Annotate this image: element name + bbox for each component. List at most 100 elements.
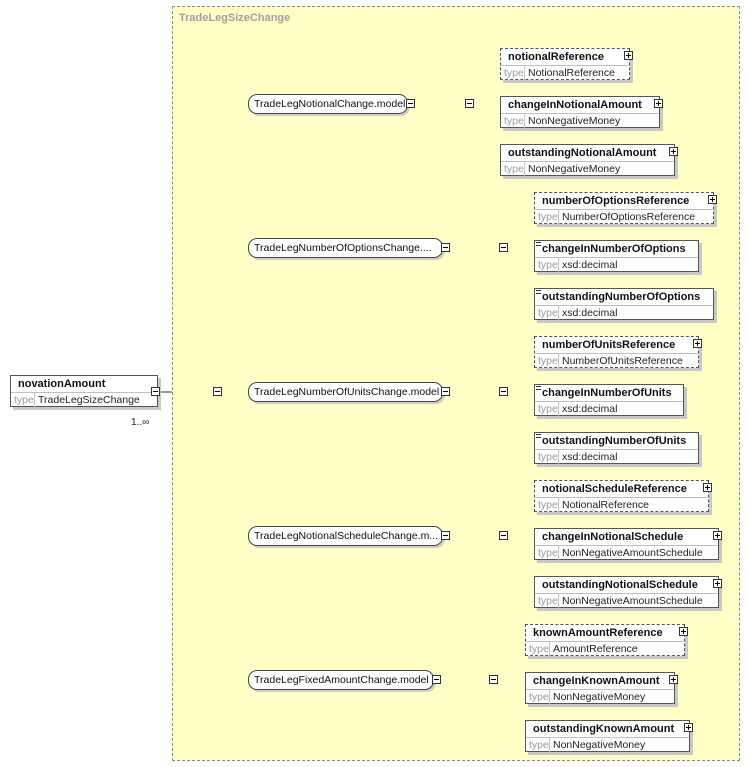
collapse-icon[interactable] — [441, 531, 450, 540]
simple-content-icon — [536, 434, 541, 438]
element-name: notionalScheduleReference — [542, 483, 687, 495]
element-name: outstandingNotionalSchedule — [542, 579, 698, 591]
element-name: outstandingNumberOfOptions — [542, 291, 701, 303]
root-element-type: TradeLegSizeChange — [38, 394, 140, 406]
type-label: type — [501, 66, 525, 81]
collapse-icon[interactable] — [489, 675, 498, 684]
element-type: xsd:decimal — [562, 451, 618, 463]
element-type: NonNegativeMoney — [553, 739, 646, 751]
element-name: changeInKnownAmount — [533, 675, 660, 687]
collapse-icon[interactable] — [406, 99, 415, 108]
root-cardinality: 1..∞ — [131, 417, 150, 428]
expand-icon[interactable] — [693, 339, 702, 348]
type-label: type — [535, 450, 559, 465]
collapse-icon[interactable] — [441, 243, 450, 252]
type-label: type — [535, 354, 559, 369]
simple-content-icon — [536, 290, 541, 294]
collapse-icon[interactable] — [499, 387, 508, 396]
expand-icon[interactable] — [624, 51, 633, 60]
element-name: changeInNotionalAmount — [508, 99, 642, 111]
group-ref[interactable]: TradeLegNotionalChange.model — [248, 94, 408, 114]
type-label: type — [501, 162, 525, 177]
element-name: outstandingNotionalAmount — [508, 147, 657, 159]
group-ref[interactable]: TradeLegNotionalScheduleChange.m... — [248, 526, 443, 546]
element-type: NonNegativeAmountSchedule — [562, 547, 703, 559]
element-type: NonNegativeAmountSchedule — [562, 595, 703, 607]
element-type: xsd:decimal — [562, 307, 618, 319]
element-type: NotionalReference — [528, 67, 615, 79]
element-name: changeInNumberOfUnits — [542, 387, 672, 399]
expand-icon[interactable] — [684, 723, 693, 732]
element-type: NonNegativeMoney — [553, 691, 646, 703]
element-name: outstandingKnownAmount — [533, 723, 675, 735]
collapse-icon[interactable] — [213, 387, 222, 396]
expand-icon[interactable] — [713, 579, 722, 588]
element-name: knownAmountReference — [533, 627, 663, 639]
expand-icon[interactable] — [679, 627, 688, 636]
collapse-icon[interactable] — [441, 387, 450, 396]
expand-icon[interactable] — [669, 675, 678, 684]
collapse-icon[interactable] — [499, 243, 508, 252]
element-name: changeInNotionalSchedule — [542, 531, 684, 543]
element-name: numberOfOptionsReference — [542, 195, 690, 207]
collapse-icon[interactable] — [465, 99, 474, 108]
root-element-name: novationAmount — [18, 378, 106, 390]
element-type: NumberOfUnitsReference — [562, 355, 683, 367]
expand-icon[interactable] — [708, 195, 717, 204]
complex-type-title: TradeLegSizeChange — [179, 12, 291, 24]
expand-icon[interactable] — [669, 147, 678, 156]
element-type: NonNegativeMoney — [528, 115, 621, 127]
type-label: type — [535, 546, 559, 561]
expand-icon[interactable] — [713, 531, 722, 540]
group-ref[interactable]: TradeLegFixedAmountChange.model — [248, 670, 434, 690]
group-ref[interactable]: TradeLegNumberOfOptionsChange.... — [248, 238, 443, 258]
type-label: type — [501, 114, 525, 129]
element-name: outstandingNumberOfUnits — [542, 435, 687, 447]
type-label: type — [535, 498, 559, 513]
collapse-icon[interactable] — [432, 675, 441, 684]
expand-icon[interactable] — [703, 483, 712, 492]
collapse-icon[interactable] — [499, 531, 508, 540]
collapse-icon[interactable] — [151, 387, 160, 396]
element-name: notionalReference — [508, 51, 604, 63]
expand-icon[interactable] — [654, 99, 663, 108]
simple-content-icon — [536, 386, 541, 390]
element-type: xsd:decimal — [562, 403, 618, 415]
simple-content-icon — [536, 242, 541, 246]
element-type: AmountReference — [553, 643, 638, 655]
group-ref[interactable]: TradeLegNumberOfUnitsChange.model — [248, 382, 443, 402]
element-type: NonNegativeMoney — [528, 163, 621, 175]
